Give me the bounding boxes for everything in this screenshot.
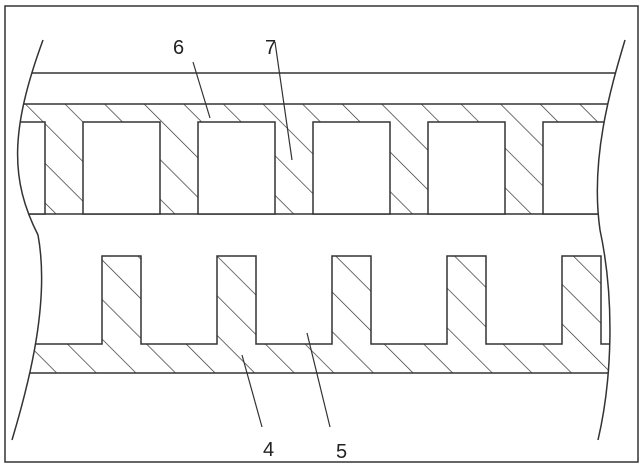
lower-member-4 bbox=[12, 255, 625, 374]
leader-5 bbox=[306, 332, 331, 428]
label-5: 5 bbox=[336, 441, 347, 463]
label-4: 4 bbox=[263, 439, 274, 461]
right-break-line bbox=[596, 39, 626, 441]
upper-grooves-6 bbox=[12, 121, 621, 215]
label-6: 6 bbox=[173, 37, 184, 59]
leader-7 bbox=[274, 41, 293, 161]
frame-border bbox=[4, 5, 639, 463]
leader-6 bbox=[192, 61, 211, 119]
label-7: 7 bbox=[265, 37, 276, 59]
left-break-line bbox=[11, 39, 44, 441]
leader-4 bbox=[241, 354, 263, 428]
